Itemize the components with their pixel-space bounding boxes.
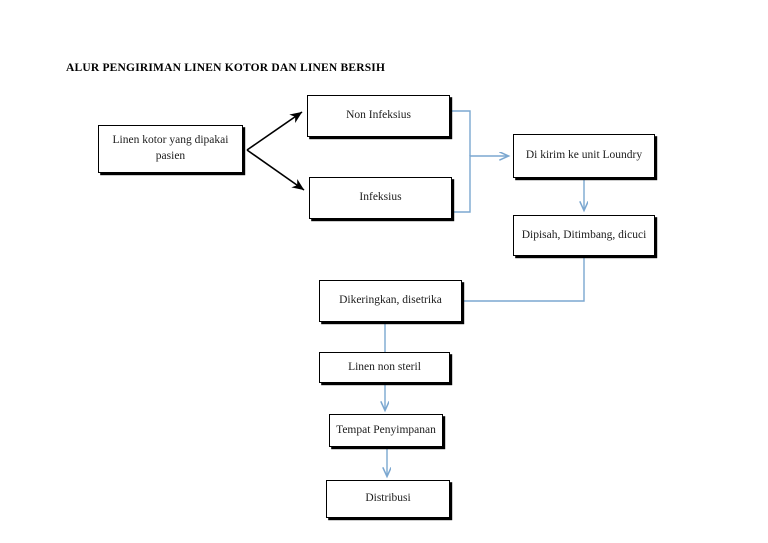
node-label: Distribusi [365,492,411,505]
node-dikeringkan-disetrika[interactable]: Dikeringkan, disetrika [319,280,462,322]
node-label: Dipisah, Ditimbang, dicuci [521,228,647,241]
node-linen-non-steril[interactable]: Linen non steril [319,352,450,383]
node-tempat-penyimpanan[interactable]: Tempat Penyimpanan [329,414,443,447]
node-infeksius[interactable]: Infeksius [309,177,452,219]
edge-non-infeksius-merge [450,110,471,156]
edge-infeksius-merge [452,156,508,213]
node-label: Dikeringkan, disetrika [339,294,442,307]
edge-fork-non-infeksius [246,111,303,151]
edge-dipisah-dikeringkan [462,256,585,302]
node-kirim-loundry[interactable]: Di kirim ke unit Loundry [513,134,655,178]
node-label: Non Infeksius [346,109,411,122]
node-label: Tempat Penyimpanan [336,423,436,436]
node-non-infeksius[interactable]: Non Infeksius [307,95,450,137]
node-dipisah-ditimbang-dicuci[interactable]: Dipisah, Ditimbang, dicuci [513,215,655,256]
node-label: Linen non steril [348,360,421,373]
node-linen-kotor[interactable]: Linen kotor yang dipakai pasien [98,125,243,173]
node-label: Linen kotor yang dipakai pasien [112,134,229,162]
node-distribusi[interactable]: Distribusi [326,480,450,518]
page-title: ALUR PENGIRIMAN LINEN KOTOR DAN LINEN BE… [66,62,386,74]
node-label: Di kirim ke unit Loundry [525,149,643,162]
node-label: Infeksius [359,191,402,204]
edge-fork-infeksius [246,149,305,191]
